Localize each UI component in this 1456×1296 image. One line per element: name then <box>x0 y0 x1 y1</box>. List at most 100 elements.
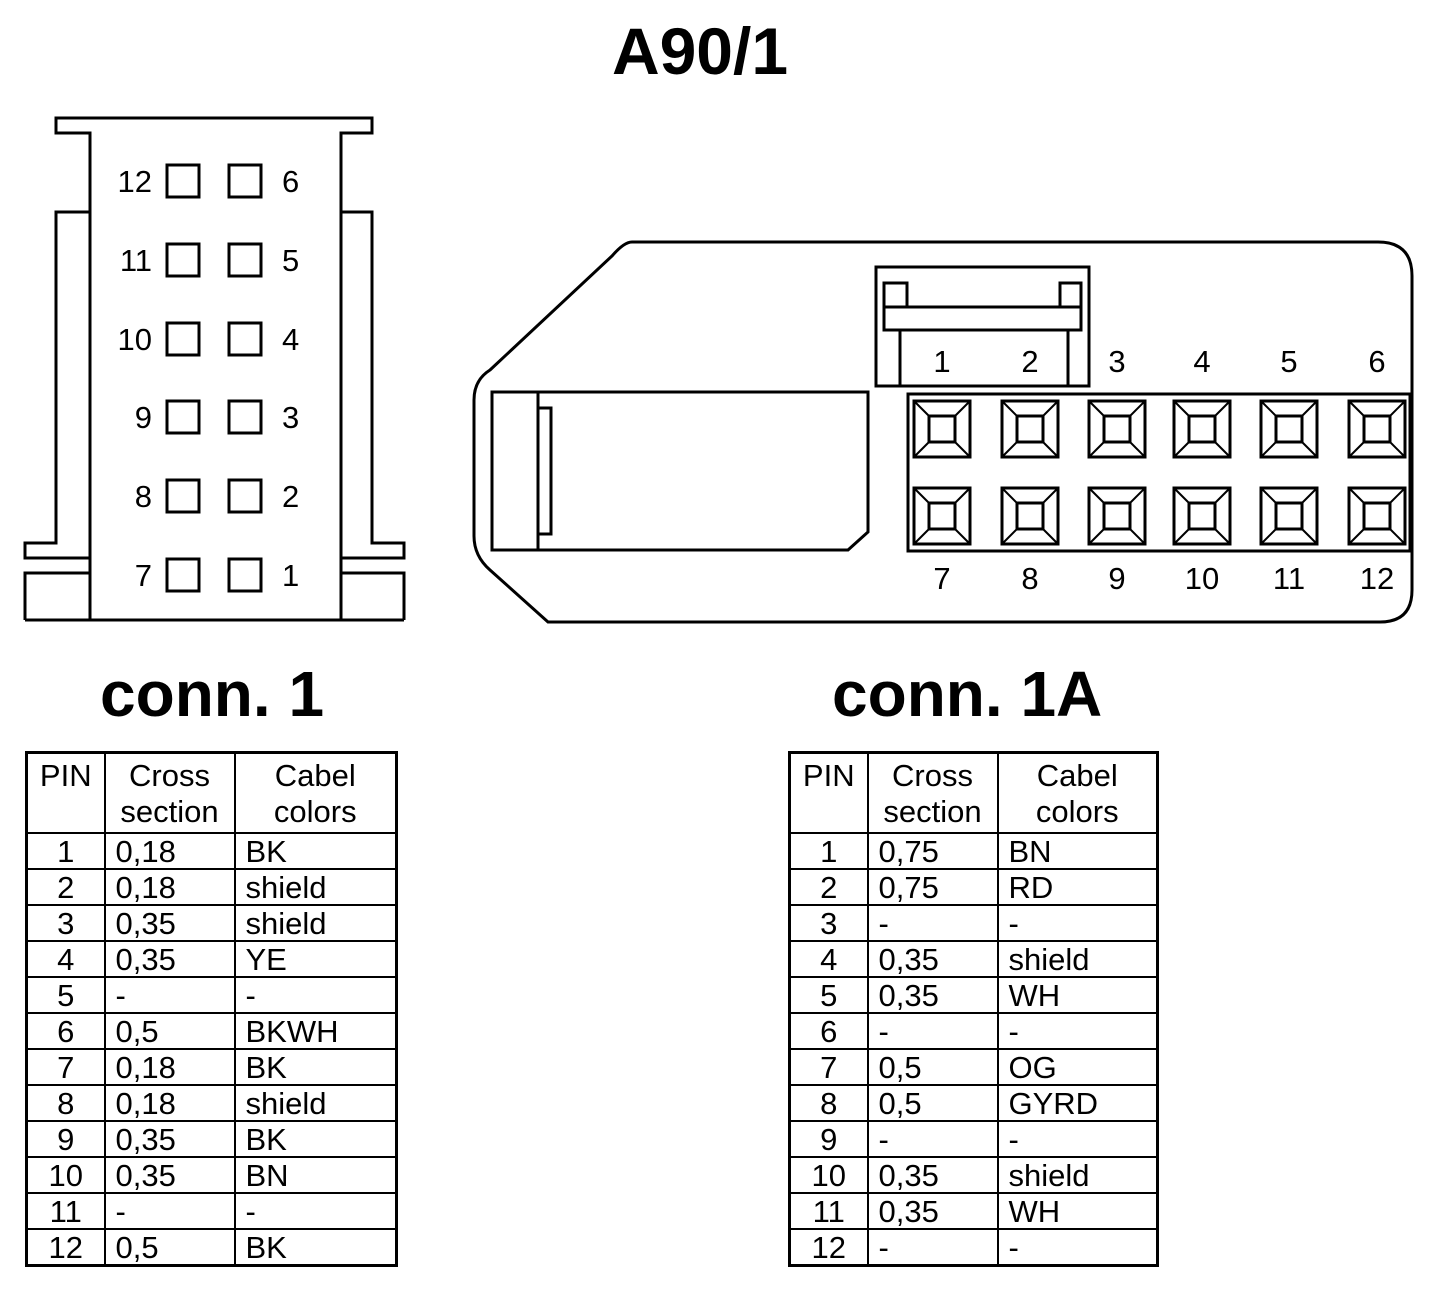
pin-cell: 10 <box>788 1156 869 1194</box>
conn1a-label: conn. 1A <box>832 658 1103 730</box>
cable-color-cell: shield <box>233 1084 398 1122</box>
pin-number: 3 <box>1108 344 1125 379</box>
cable-color-cell: shield <box>233 868 398 906</box>
cable-color-cell: RD <box>996 868 1159 906</box>
cross-section-cell: - <box>866 904 999 942</box>
pin-socket <box>227 478 263 514</box>
pin-number: 10 <box>1185 561 1219 596</box>
pin-socket <box>912 486 972 546</box>
pin-socket <box>1347 399 1407 459</box>
pin-number: 9 <box>135 400 152 435</box>
pin-cell: 8 <box>25 1084 106 1122</box>
pin-socket <box>165 399 201 435</box>
cable-color-cell: BK <box>233 1048 398 1086</box>
pin-socket <box>1000 486 1060 546</box>
pin-number: 3 <box>282 400 299 435</box>
diagram-title: A90/1 <box>611 14 789 88</box>
table-header-row: PIN Cross section Cabel colors <box>25 751 398 834</box>
pin-cell: 1 <box>788 832 869 870</box>
cable-color-cell: - <box>233 976 398 1014</box>
pin-number: 7 <box>135 558 152 593</box>
cross-section-cell: 0,5 <box>866 1084 999 1122</box>
cable-color-cell: BK <box>233 1120 398 1158</box>
conn1-label: conn. 1 <box>100 658 325 730</box>
cross-section-cell: 0,18 <box>103 832 236 870</box>
pin-cell: 3 <box>788 904 869 942</box>
pin-socket <box>1087 399 1147 459</box>
pin-socket <box>1000 399 1060 459</box>
cable-color-cell: - <box>996 1120 1159 1158</box>
cable-color-cell: WH <box>996 976 1159 1014</box>
cross-section-cell: 0,75 <box>866 832 999 870</box>
cable-color-cell: - <box>996 904 1159 942</box>
pin-number: 5 <box>282 243 299 278</box>
cable-color-cell: YE <box>233 940 398 978</box>
pin-cell: 8 <box>788 1084 869 1122</box>
pin-number: 12 <box>1360 561 1394 596</box>
pin-socket <box>165 321 201 357</box>
cross-section-cell: 0,18 <box>103 1048 236 1086</box>
cable-color-cell: - <box>233 1192 398 1230</box>
pin-socket <box>227 321 263 357</box>
pin-cell: 7 <box>788 1048 869 1086</box>
table-row: 6-- <box>788 1012 1159 1050</box>
cross-section-cell: 0,35 <box>866 1156 999 1194</box>
cable-color-cell: BN <box>233 1156 398 1194</box>
pin-socket <box>165 478 201 514</box>
pin-socket <box>165 163 201 199</box>
pin-cell: 10 <box>25 1156 106 1194</box>
pin-socket <box>1259 399 1319 459</box>
cross-section-cell: 0,35 <box>866 976 999 1014</box>
cross-section-cell: - <box>103 1192 236 1230</box>
cross-section-cell: 0,18 <box>103 1084 236 1122</box>
pin-cell: 6 <box>788 1012 869 1050</box>
table-row: 11-- <box>25 1192 398 1230</box>
cable-color-cell: shield <box>996 940 1159 978</box>
pin-number: 12 <box>118 164 152 199</box>
cross-section-cell: 0,5 <box>103 1012 236 1050</box>
pin-cell: 5 <box>788 976 869 1014</box>
pin-number: 1 <box>282 558 299 593</box>
pin-number: 2 <box>282 479 299 514</box>
cable-color-cell: BN <box>996 832 1159 870</box>
pin-socket <box>1087 486 1147 546</box>
cross-section-cell: - <box>103 976 236 1014</box>
header-cable-colors: Cabel colors <box>233 751 398 834</box>
pin-number: 7 <box>933 561 950 596</box>
header-cross-section: Cross section <box>866 751 999 834</box>
pin-number: 10 <box>118 322 152 357</box>
cable-color-cell: shield <box>996 1156 1159 1194</box>
cable-color-cell: BKWH <box>233 1012 398 1050</box>
table-row: 9-- <box>788 1120 1159 1158</box>
pin-socket <box>1172 486 1232 546</box>
pin-socket <box>165 242 201 278</box>
pin-cell: 9 <box>788 1120 869 1158</box>
pin-cell: 4 <box>25 940 106 978</box>
pin-number: 2 <box>1021 344 1038 379</box>
pin-socket <box>1347 486 1407 546</box>
pin-number: 8 <box>1021 561 1038 596</box>
conn1-housing <box>23 116 406 622</box>
pin-number: 11 <box>120 243 152 278</box>
header-cable-colors: Cabel colors <box>996 751 1159 834</box>
cross-section-cell: - <box>866 1012 999 1050</box>
pin-number: 8 <box>135 479 152 514</box>
cable-color-cell: - <box>996 1012 1159 1050</box>
header-pin: PIN <box>25 751 106 834</box>
cross-section-cell: - <box>866 1228 999 1267</box>
